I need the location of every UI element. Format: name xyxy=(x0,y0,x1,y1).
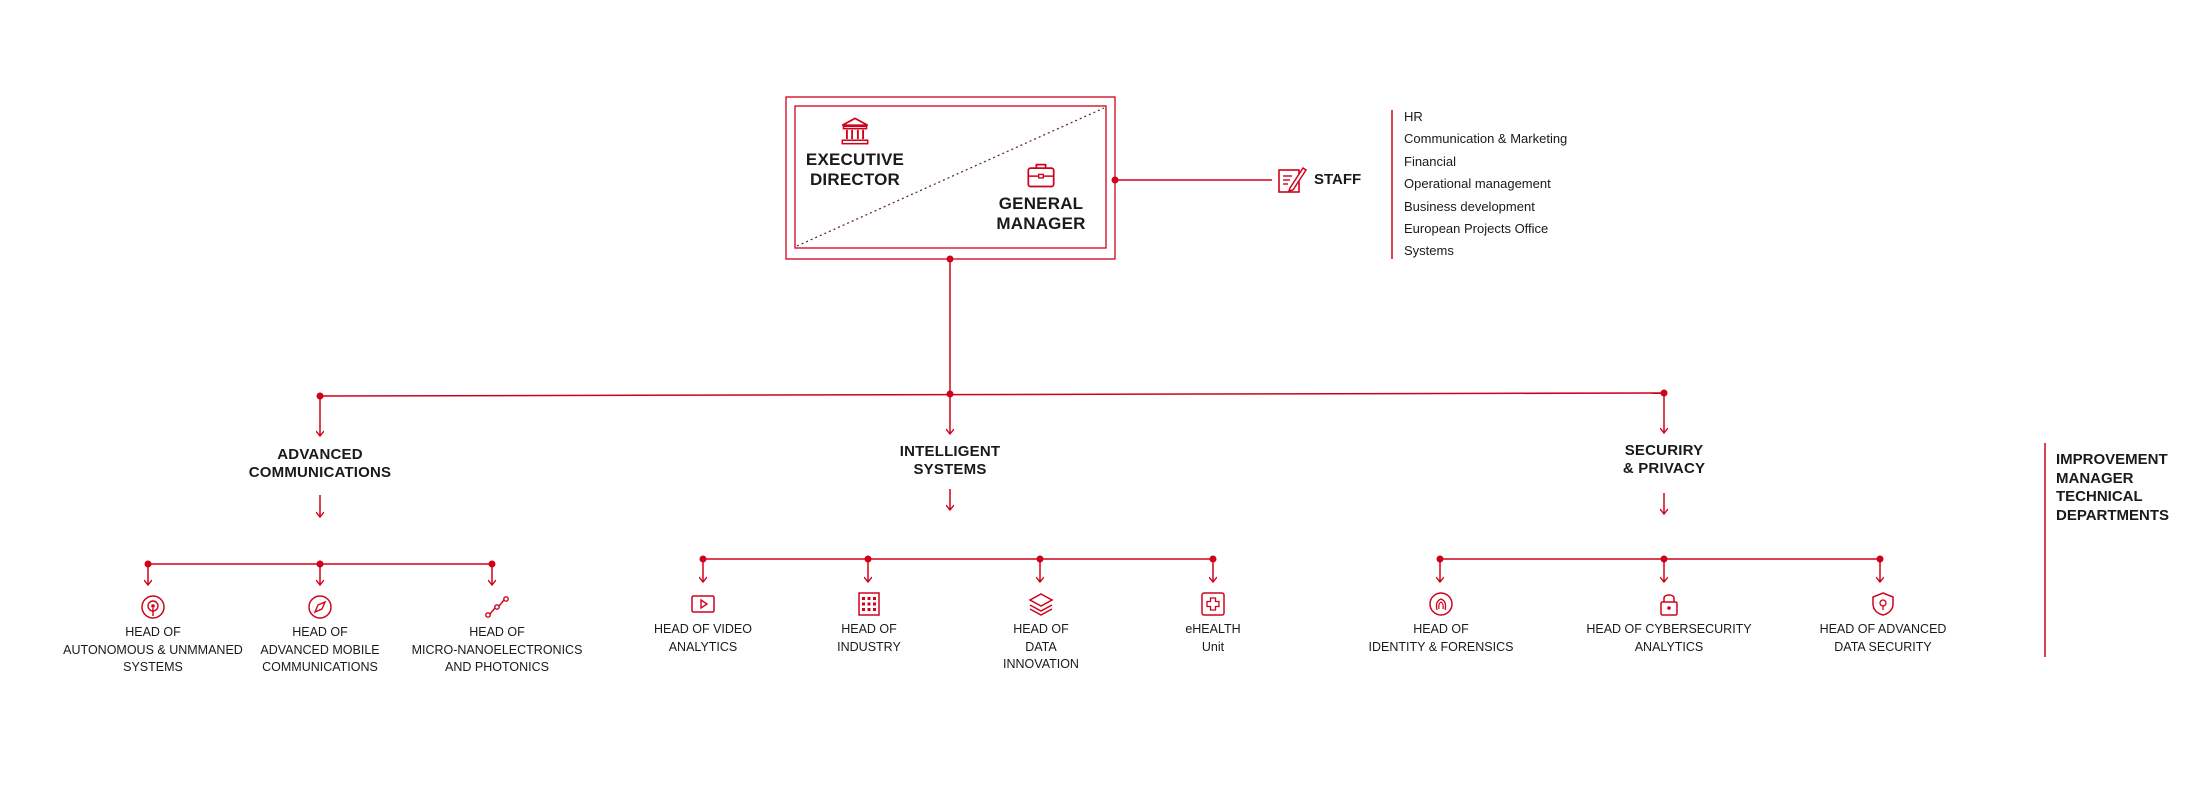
department-title-advanced-communications: ADVANCED COMMUNICATIONS xyxy=(248,446,392,481)
head-industry: HEAD OF INDUSTRY xyxy=(808,591,930,656)
department-title-security-privacy: SECURIRY & PRIVACY xyxy=(1622,442,1706,477)
head-label: HEAD OF MICRO-NANOELECTRONICS AND PHOTON… xyxy=(411,625,583,674)
staff-item: Financial xyxy=(1404,153,1457,169)
head-label: HEAD OF AUTONOMOUS & UNMMANED SYSTEMS xyxy=(63,625,243,674)
executive-box-inner xyxy=(794,105,1107,249)
staff-item: Communication & Marketing xyxy=(1404,131,1568,147)
general-manager-title: GENERAL MANAGER xyxy=(996,194,1086,234)
staff-connector-dot xyxy=(1111,176,1119,184)
factory-grid-icon xyxy=(858,592,880,616)
general-manager-block: GENERAL MANAGER xyxy=(991,160,1091,235)
head-label: HEAD OF ADVANCED DATA SECURITY xyxy=(1819,622,1947,654)
head-identity-forensics: HEAD OF IDENTITY & FORENSICS xyxy=(1355,591,1527,656)
edit-document-icon xyxy=(1278,166,1308,193)
department-title-intelligent-systems: INTELLIGENT SYSTEMS xyxy=(899,443,1001,478)
executive-director-block: EXECUTIVE DIRECTOR xyxy=(803,116,907,191)
staff-label: STAFF xyxy=(1314,171,1362,188)
improvement-manager-label: IMPROVEMENT MANAGER TECHNICAL DEPARTMENT… xyxy=(2056,451,2170,524)
staff-item: Operational management xyxy=(1404,176,1551,192)
head-advanced-data-security: HEAD OF ADVANCED DATA SECURITY xyxy=(1800,591,1966,656)
head-data-innovation: HEAD OF DATA INNOVATION xyxy=(980,591,1102,674)
executive-director-title: EXECUTIVE DIRECTOR xyxy=(805,150,905,190)
head-label: HEAD OF VIDEO ANALYTICS xyxy=(654,622,752,654)
bank-icon xyxy=(841,117,869,145)
head-autonomous-systems: HEAD OF AUTONOMOUS & UNMMANED SYSTEMS xyxy=(58,594,248,677)
staff-list: HR Communication & Marketing Financial O… xyxy=(1404,106,1567,263)
shield-icon xyxy=(1872,592,1894,616)
head-ehealth: eHEALTH Unit xyxy=(1153,591,1273,656)
briefcase-icon xyxy=(1027,163,1055,188)
staff-item: Systems xyxy=(1404,243,1454,259)
head-micro-nanoelectronics: HEAD OF MICRO-NANOELECTRONICS AND PHOTON… xyxy=(402,594,592,677)
head-label: HEAD OF DATA INNOVATION xyxy=(1003,622,1079,671)
head-video-analytics: HEAD OF VIDEO ANALYTICS xyxy=(628,591,778,656)
layers-icon xyxy=(1028,593,1054,616)
drone-icon xyxy=(141,595,165,619)
head-label: HEAD OF CYBERSECURITY ANALYTICS xyxy=(1586,622,1752,654)
executive-divider xyxy=(796,107,1105,247)
staff-item: Business development xyxy=(1404,198,1535,214)
compass-icon xyxy=(308,595,332,619)
head-label: HEAD OF INDUSTRY xyxy=(837,622,901,654)
department-bus xyxy=(319,392,1665,397)
head-label: HEAD OF IDENTITY & FORENSICS xyxy=(1368,622,1514,654)
staff-item: European Projects Office xyxy=(1404,221,1549,237)
staff-item: HR xyxy=(1404,109,1423,124)
health-cross-icon xyxy=(1201,592,1225,616)
circuit-icon xyxy=(485,596,509,618)
video-icon xyxy=(691,595,715,613)
head-label: eHEALTH Unit xyxy=(1185,622,1241,654)
fingerprint-icon xyxy=(1429,592,1453,616)
lock-icon xyxy=(1660,594,1678,616)
head-cybersecurity-analytics: HEAD OF CYBERSECURITY ANALYTICS xyxy=(1584,591,1754,656)
trunk-top-dot xyxy=(946,255,954,263)
head-advanced-mobile: HEAD OF ADVANCED MOBILE COMMUNICATIONS xyxy=(230,594,410,677)
head-label: HEAD OF ADVANCED MOBILE COMMUNICATIONS xyxy=(260,625,380,674)
